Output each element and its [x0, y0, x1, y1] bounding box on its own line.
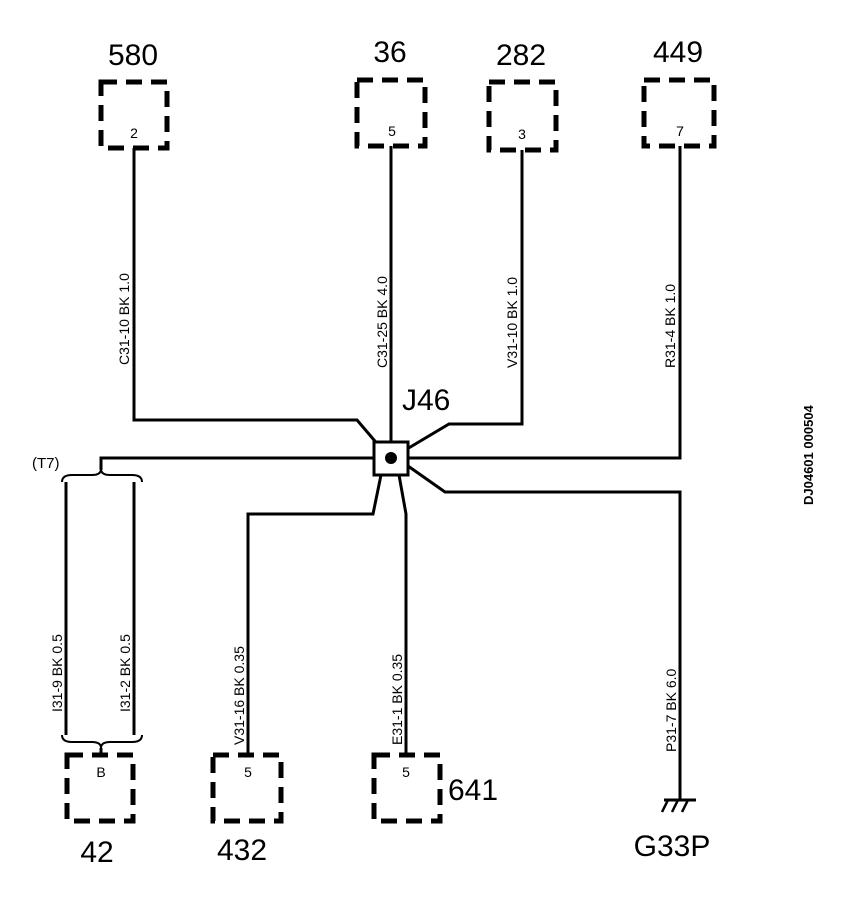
svg-text:P31-7 BK 6.0: P31-7 BK 6.0 [663, 668, 679, 752]
wire-i31-9-label: I31-9 BK 0.5 [49, 634, 65, 712]
component-36-pin: 5 [388, 123, 396, 139]
component-641-label: 641 [448, 774, 498, 807]
component-432-pin: 5 [244, 764, 252, 780]
component-580-pin: 2 [130, 125, 138, 141]
component-641-box [371, 752, 443, 824]
drawing-code: DJ04601 000504 [801, 404, 816, 505]
wire-r31-4-label: R31-4 BK 1.0 [662, 284, 678, 368]
component-449-label: 449 [653, 36, 703, 69]
component-641-pin: 5 [402, 764, 410, 780]
ground-icon [660, 798, 696, 813]
component-42-pin: B [96, 764, 105, 780]
svg-text:R31-4 BK 1.0: R31-4 BK 1.0 [662, 284, 678, 368]
twisted-pair-bottom-brace [61, 734, 143, 749]
wire-r31-4 [408, 146, 682, 460]
svg-text:E31-1 BK 0.35: E31-1 BK 0.35 [389, 654, 405, 745]
twisted-pair-top-brace [61, 468, 143, 483]
wire-e31-1-label: E31-1 BK 0.35 [389, 654, 405, 745]
svg-text:V31-16 BK 0.35: V31-16 BK 0.35 [231, 646, 247, 745]
wire-c31-25-label: C31-25 BK 4.0 [374, 276, 390, 368]
svg-text:DJ04601 000504: DJ04601 000504 [801, 404, 816, 505]
component-282-pin: 3 [518, 126, 526, 142]
wire-v31-16-label: V31-16 BK 0.35 [231, 646, 247, 745]
svg-text:I31-2 BK 0.5: I31-2 BK 0.5 [117, 634, 133, 712]
svg-text:V31-10 BK 1.0: V31-10 BK 1.0 [504, 277, 520, 368]
wire-p31-7-label: P31-7 BK 6.0 [663, 668, 679, 752]
splice-dot [385, 452, 397, 464]
component-42-box [64, 752, 136, 824]
wire-i31-2-label: I31-2 BK 0.5 [117, 634, 133, 712]
wire-t7-to-splice [99, 456, 374, 470]
wire-c31-10-label: C31-10 BK 1.0 [116, 273, 132, 365]
wire-p31-7 [407, 464, 682, 800]
wire-c31-10 [132, 148, 382, 448]
wire-v31-10 [406, 150, 524, 451]
component-36-box [354, 77, 428, 149]
svg-text:I31-9 BK 0.5: I31-9 BK 0.5 [49, 634, 65, 712]
svg-text:C31-25 BK 4.0: C31-25 BK 4.0 [374, 276, 390, 368]
wire-v31-10-label: V31-10 BK 1.0 [504, 277, 520, 368]
ground-label: G33P [634, 830, 711, 863]
component-432-box [210, 752, 284, 824]
component-282-box [486, 79, 559, 153]
component-432-label: 432 [217, 834, 267, 867]
component-449-box [641, 77, 717, 149]
splice-label: J46 [402, 384, 450, 417]
component-580-label: 580 [108, 39, 158, 72]
svg-text:C31-10 BK 1.0: C31-10 BK 1.0 [116, 273, 132, 365]
twisted-pair-label: (T7) [32, 455, 60, 472]
component-449-pin: 7 [676, 123, 684, 139]
component-42-label: 42 [80, 836, 113, 869]
component-282-label: 282 [496, 39, 546, 72]
wire-e31-1 [397, 474, 408, 755]
component-36-label: 36 [373, 36, 406, 69]
wire-v31-16 [246, 474, 383, 755]
